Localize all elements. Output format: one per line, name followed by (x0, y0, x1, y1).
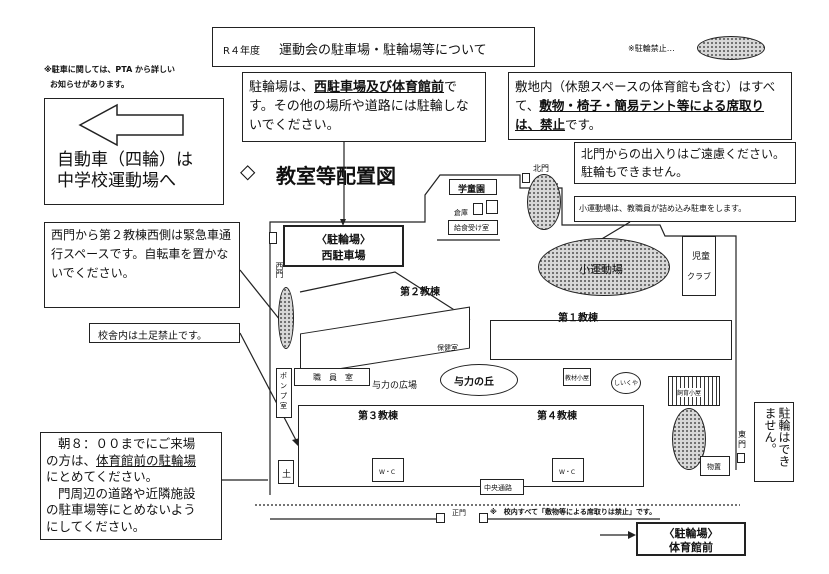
rabbit-hut: 飼育小屋 (668, 376, 720, 406)
small-field-box: 小運動場は、教職員が詰め込み駐車をします。 (574, 196, 796, 222)
legend-label: ※駐輪禁止… (628, 44, 675, 53)
building-3-label: 第３教棟 (358, 411, 398, 422)
map-heading: 教室等配置図 (276, 164, 396, 188)
wc-3: W・C (372, 458, 404, 482)
north-gate-box: 北門からの出入りはご遠慮ください。駐輪もできません。 (574, 142, 796, 184)
main-gate-post-2 (479, 513, 488, 523)
building-1 (490, 320, 732, 360)
page-title: 運動会の駐車場・駐輪場等について (279, 43, 487, 58)
north-gate-post (522, 173, 530, 183)
west-bike-parking: 〈駐輪場〉 西駐車場 (283, 225, 404, 267)
building-2-label: 第２教棟 (400, 287, 440, 298)
main-gate-post-1 (436, 513, 445, 523)
no-bike-legend-icon (697, 36, 765, 60)
pta-note: ※駐車に関しては、PTA から詳しい お知らせがあります。 (44, 65, 176, 89)
center-road: 中央通路 (480, 479, 524, 495)
hill: 与力の丘 (440, 364, 518, 396)
material-shed: 教材小屋 (563, 368, 591, 386)
west-gate-label: 西門 (275, 262, 284, 278)
health-room-label: 保健室 (437, 344, 458, 352)
staff-room: 職 員 室 (294, 368, 370, 386)
wc-4: W・C (552, 458, 584, 482)
storage-box-2 (486, 200, 498, 214)
bike-parking-box: 駐輪場は、西駐車場及び体育館前です。その他の場所や道路には駐輪しないでください。 (242, 72, 486, 142)
diamond-icon: ◇ (240, 159, 256, 183)
pump-room: ポンプ室 (276, 368, 292, 418)
main-gate-label: 正門 (452, 509, 466, 517)
lunch-room: 給食受け室 (448, 220, 498, 235)
car-info-text: 自動車（四輪）は 中学校運動場へ (57, 150, 193, 191)
building-3-4 (298, 405, 644, 487)
storage-2: 物置 (700, 456, 730, 476)
title-year: R４年度 (223, 46, 260, 57)
west-gate-box: 西門から第２教棟西側は緊急車通行スペースです。自転車を置かないでください。 (44, 222, 240, 308)
west-gate-no-bike-zone (278, 287, 294, 349)
title-box: R４年度 運動会の駐車場・駐輪場等について (212, 27, 535, 67)
soil-box: 土 (278, 460, 294, 484)
gym-bike-parking: 〈駐輪場〉 体育館前 (636, 522, 746, 556)
building-1-label: 第１教棟 (558, 313, 598, 324)
plaza-label: 与力の広場 (372, 381, 418, 391)
east-gate-label: 東門 (738, 430, 746, 449)
storage-box-1 (473, 203, 483, 215)
car-info-box: 自動車（四輪）は 中学校運動場へ (44, 98, 224, 205)
east-gate-note: 駐輪はできません。 (754, 402, 794, 482)
small-field: 小運動場 (538, 238, 670, 296)
west-gate-post (269, 232, 277, 244)
east-gate-post (737, 453, 745, 463)
north-gate-no-bike-zone (527, 174, 561, 230)
building-4-label: 第４教棟 (537, 411, 577, 422)
north-gate-label: 北門 (533, 164, 549, 173)
storage-label: 倉庫 (454, 209, 468, 217)
morning-arrival-box: 朝８：００までにご来場 の方は、体育館前の駐輪場 にとめてください。 門周辺の道… (40, 432, 222, 540)
seat-rule-box: 敷地内（休憩スペースの体育館も含む）はすべて、敷物・椅子・簡易テント等による席取… (508, 72, 792, 140)
animal-hut: しいくや (611, 372, 641, 394)
no-shoes-box: 校舎内は土足禁止です。 (89, 323, 240, 343)
main-gate-note: ※ 校内すべて「敷物等による席取りは禁止」です。 (490, 508, 657, 516)
left-arrow-icon (78, 103, 184, 147)
kids-club: 児童 クラブ (682, 236, 716, 296)
gakudoen-building: 学童園 (449, 179, 497, 195)
